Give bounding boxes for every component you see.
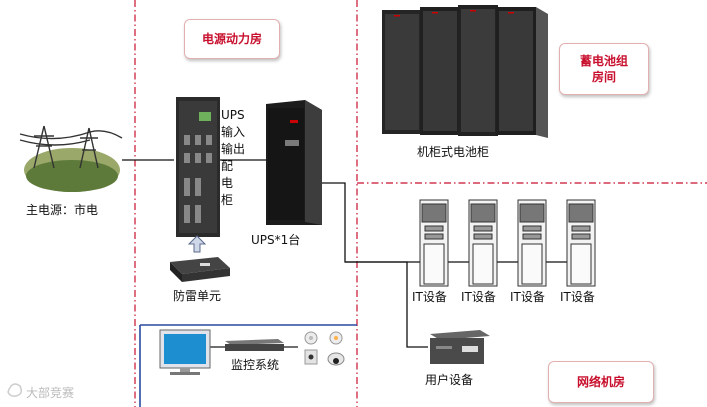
it-rack-4 [566,199,596,287]
it-device-label-1: IT设备 [412,290,447,304]
power-room-text: 电源动力房 [201,32,262,46]
watermark-icon [7,383,23,397]
network-room-text: 网络机房 [576,375,625,389]
ups-cabinet [266,100,322,225]
it-device-label-3: IT设备 [510,290,545,304]
ups-panel-label: UPS 输入 输出 配 电 柜 [221,108,246,207]
it-rack-3 [517,199,547,287]
user-device [430,330,490,364]
monitor-network-line [139,324,357,407]
battery-room-label: 蓄电池组 房间 [559,43,649,95]
monitoring-system-device [225,339,284,351]
lightning-unit-label: 防雷单元 [173,289,222,303]
monitoring-system-label: 监控系统 [231,358,280,372]
network-room-label: 网络机房 [548,361,654,403]
it-device-label-2: IT设备 [461,290,496,304]
lightning-protection-unit [170,257,230,282]
ups-distribution-panel [176,97,220,237]
ups-unit-label: UPS*1台 [251,233,301,247]
it-rack-2 [468,199,498,287]
battery-cabinets [382,5,548,138]
user-device-label: 用户设备 [425,373,474,387]
power-room-label: 电源动力房 [184,19,280,59]
arrow-up-icon [187,235,207,253]
battery-room-text: 蓄电池组 房间 [579,54,628,84]
power-tower-illustration [19,125,123,192]
main-power-label: 主电源：市电 [26,203,99,217]
battery-cabinet-label: 机柜式电池柜 [417,145,490,159]
monitor-computer [159,329,211,375]
watermark-text: 大部竞赛 [26,386,75,400]
it-rack-1 [419,199,449,287]
room-dividers [134,0,707,407]
it-racks [419,199,596,287]
it-device-label-4: IT设备 [560,290,595,304]
sensors [304,331,345,366]
wire-ups-to-user [320,182,428,348]
